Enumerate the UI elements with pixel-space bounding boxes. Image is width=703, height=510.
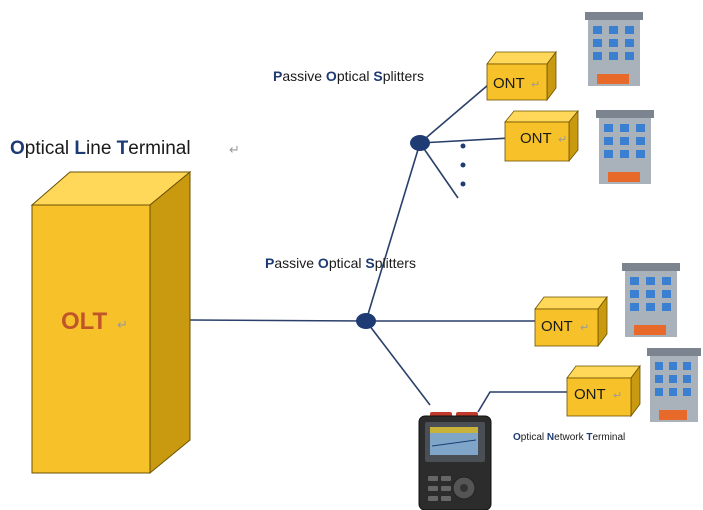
ont-label: ONT [574, 386, 606, 403]
upper-splitter-to-ont1-line [419, 84, 489, 144]
meter-to-ont4-line [477, 391, 568, 413]
return-mark-icon: ↵ [558, 134, 567, 146]
olt-box: OLT ↵ [30, 170, 192, 475]
ont-caption: Optical Network Terminal [513, 432, 625, 443]
upper-splitter-label: Passive Optical Splitters [273, 68, 424, 84]
ellipsis-dot [460, 181, 466, 187]
return-mark-icon: ↵ [580, 322, 589, 334]
splitter-to-meter-line [365, 320, 431, 406]
ellipsis-dot [460, 162, 466, 168]
olt-box-side [149, 170, 191, 475]
handheld-meter-icon [418, 412, 492, 510]
upper-splitter-to-ont2-line [419, 137, 511, 144]
building-icon [622, 263, 680, 337]
ont-label: ONT [520, 130, 552, 147]
return-mark-icon: ↵ [117, 317, 128, 332]
upper-splitter-branch-line [419, 142, 459, 199]
fiber-lines [189, 84, 568, 413]
splitter-to-upper-splitter-line [365, 142, 421, 322]
ont-label: ONT [541, 318, 573, 335]
ont-box: ONT ↵ [486, 50, 557, 102]
return-mark-icon: ↵ [229, 142, 240, 157]
ellipsis-dot [460, 143, 466, 149]
olt-to-splitter-line [189, 319, 367, 322]
olt-heading: Optical Line Terminal [10, 138, 191, 159]
lower-splitter-label: Passive Optical Splitters [265, 255, 416, 271]
ont-box: ONT ↵ [504, 109, 579, 163]
olt-box-label: OLT [61, 308, 108, 335]
building-icon [585, 12, 643, 86]
return-mark-icon: ↵ [613, 390, 622, 402]
lower-splitter-node [356, 313, 376, 329]
ont-label: ONT [493, 75, 525, 92]
olt-box-front [31, 204, 151, 474]
ont-box: ONT ↵ [534, 295, 608, 348]
upper-splitter-node [410, 135, 430, 151]
return-mark-icon: ↵ [531, 79, 540, 91]
building-icon [596, 110, 654, 184]
ont-box: ONT ↵ [566, 364, 641, 418]
building-icon [647, 348, 701, 422]
